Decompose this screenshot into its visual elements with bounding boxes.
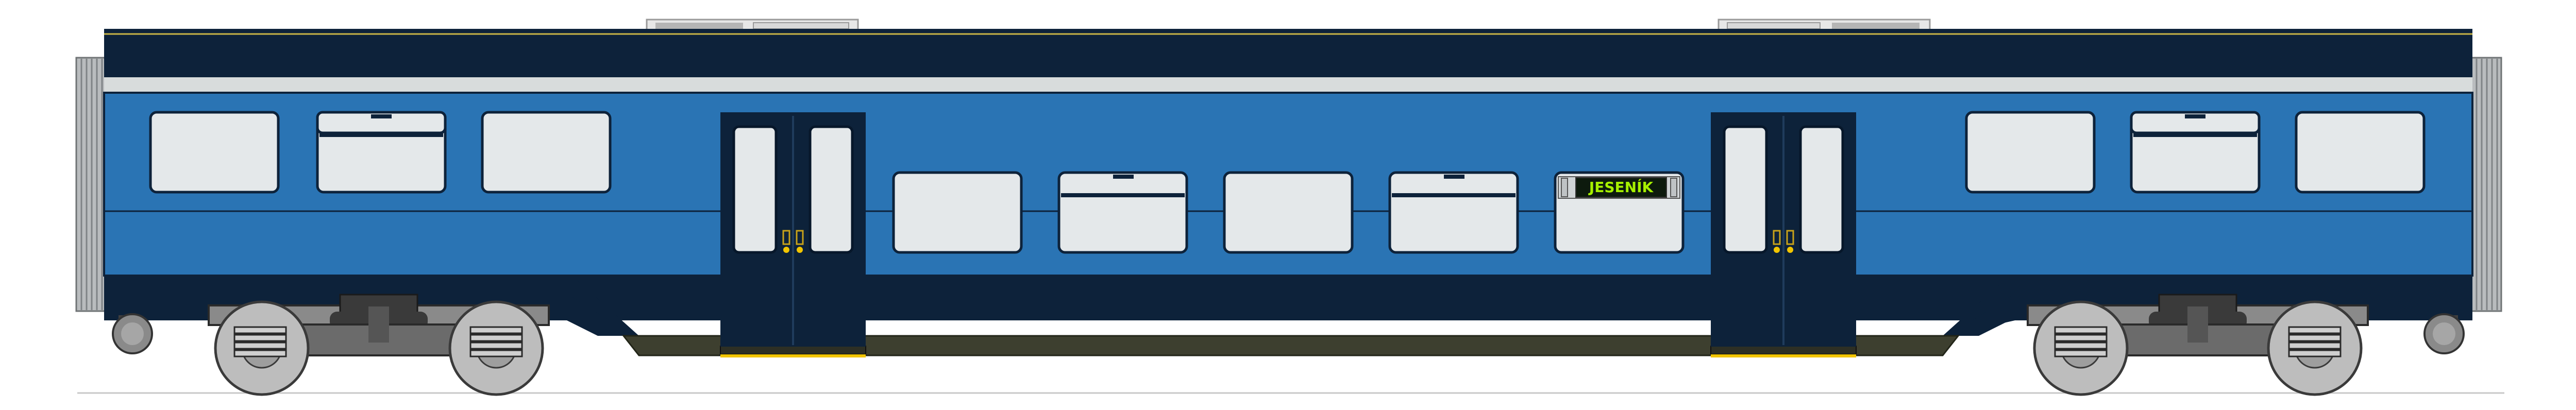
roof-equipment-left (646, 19, 859, 32)
door-left (720, 112, 866, 347)
window-fixed (481, 111, 612, 194)
destination-text: JESENÍK (1588, 178, 1654, 196)
door-handle (796, 230, 804, 245)
door-step-yellow-left (720, 354, 866, 357)
suspension-spring (2054, 326, 2108, 357)
window-hopper (1057, 171, 1188, 254)
destination-display (1575, 177, 1667, 198)
door-step-left (720, 346, 866, 355)
window-with-destination-display: JESENÍK (1554, 171, 1685, 254)
door-handle (1773, 230, 1781, 245)
door-handle (1786, 230, 1794, 245)
door-right (1711, 112, 1856, 347)
window-fixed (1223, 171, 1354, 254)
window-fixed (892, 171, 1023, 254)
window-hopper (2130, 111, 2261, 194)
door-step-yellow-right (1711, 354, 1856, 357)
right-buffer (2423, 313, 2465, 354)
roof (104, 29, 2472, 77)
window-fixed (2295, 111, 2426, 194)
suspension-spring (233, 326, 287, 357)
roof-stripe (104, 77, 2472, 93)
window-fixed (149, 111, 280, 194)
right-end-bellows (2470, 57, 2502, 312)
bogie-right (2027, 294, 2369, 396)
door-open-button-icon (783, 247, 789, 253)
window-hopper (1388, 171, 1519, 254)
door-handle (782, 230, 790, 245)
underframe (621, 335, 1960, 356)
door-open-button-icon (1787, 247, 1793, 253)
bogie-left (208, 294, 550, 396)
suspension-spring (2288, 326, 2342, 357)
door-open-button-icon (797, 247, 803, 253)
window-hopper (316, 111, 447, 194)
door-step-right (1710, 346, 1857, 355)
left-end-bellows (75, 57, 107, 312)
door-open-button-icon (1774, 247, 1780, 253)
suspension-spring (469, 326, 523, 357)
window-fixed (1965, 111, 2096, 194)
left-buffer (112, 313, 153, 354)
